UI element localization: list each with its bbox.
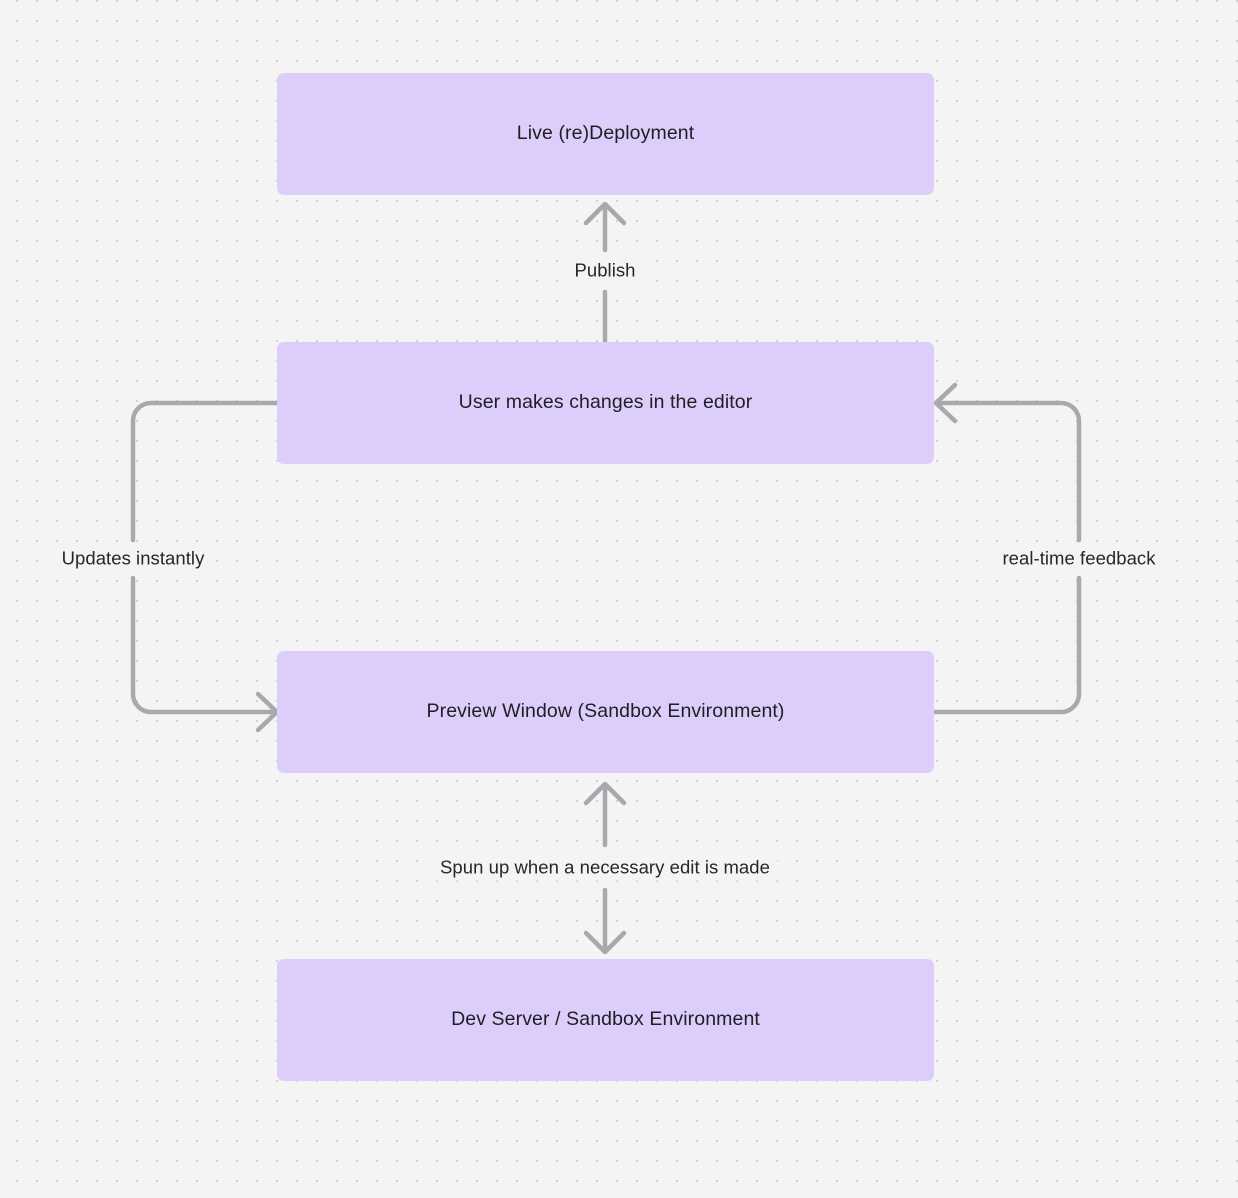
node-user-makes-changes[interactable]: User makes changes in the editor <box>277 342 934 464</box>
edge-label-spun-up: Spun up when a necessary edit is made <box>433 853 777 881</box>
node-live-redeployment[interactable]: Live (re)Deployment <box>277 73 934 195</box>
edge-label-real-time-feedback: real-time feedback <box>995 544 1163 572</box>
edge-label-updates-instantly: Updates instantly <box>54 544 212 572</box>
node-dev-server[interactable]: Dev Server / Sandbox Environment <box>277 959 934 1081</box>
node-preview-window[interactable]: Preview Window (Sandbox Environment) <box>277 651 934 773</box>
edge-label-publish: Publish <box>567 256 643 284</box>
